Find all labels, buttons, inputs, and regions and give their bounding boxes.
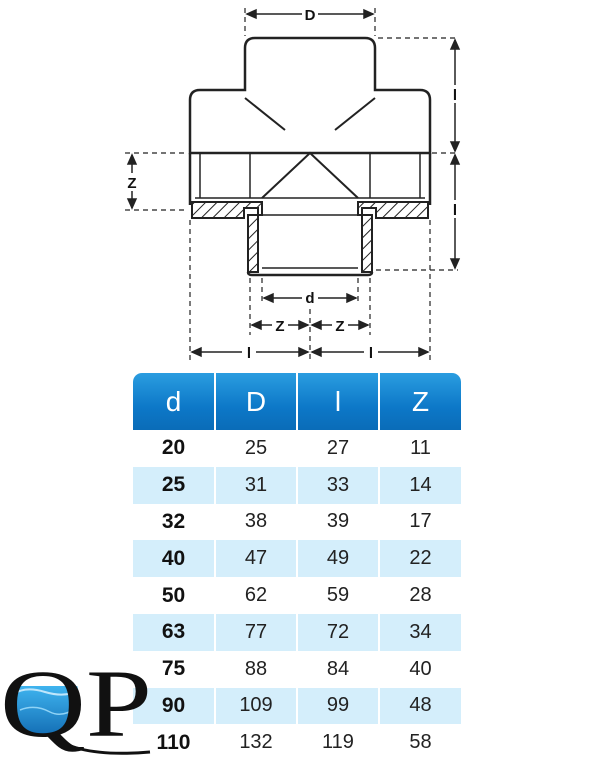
qp-logo: QP: [0, 650, 152, 757]
dim-label-l-bottom-left: l: [247, 345, 251, 362]
table-row: 20 25 27 11: [133, 430, 461, 467]
cell-d: 32: [133, 503, 216, 541]
cell-Z: 17: [409, 510, 432, 533]
cell-d: 20: [133, 430, 216, 467]
dim-label-l-bottom-right: l: [369, 345, 373, 362]
cell-l: 99: [297, 687, 380, 725]
table-row: 110 132 119 58: [133, 724, 461, 762]
header-D: D: [215, 373, 298, 430]
header-d: d: [133, 373, 216, 430]
cell-l: 72: [297, 613, 380, 651]
cell-Z: 14: [379, 466, 461, 504]
cell-D: 25: [215, 430, 298, 467]
logo-text: QP: [0, 650, 152, 757]
cell-l: 33: [297, 466, 380, 504]
section-hatch-left: [191, 201, 263, 273]
cell-Z: 48: [379, 687, 461, 725]
table-row: 50 62 59 28: [133, 577, 461, 614]
cell-D: 31: [215, 466, 298, 504]
cell-D: 47: [215, 540, 298, 578]
cell-d: 110: [133, 724, 216, 762]
cell-Z: 58: [409, 731, 432, 754]
cell-d: 25: [133, 466, 216, 504]
cell-D: 77: [215, 613, 298, 651]
table-row: 25 31 33 14: [133, 466, 461, 504]
cell-d: 75: [133, 650, 216, 688]
cell-d: 40: [133, 540, 216, 578]
cell-D: 38: [215, 503, 298, 541]
cell-Z: 40: [409, 657, 432, 680]
table-header-row: d D l Z: [133, 373, 461, 430]
cell-l: 84: [297, 650, 380, 688]
dimension-table: d D l Z 20 25 27 11 25 31 33 14 32 38 39…: [133, 373, 461, 762]
dim-label-Z-bottom-left: Z: [275, 318, 284, 335]
pipe-cross-fitting-drawing: D l l Z d Z Z l l: [125, 4, 462, 362]
fitting-outline: [188, 36, 432, 155]
dim-label-D: D: [305, 7, 316, 24]
table-row: 63 77 72 34: [133, 613, 461, 651]
cell-d: 90: [133, 687, 216, 725]
cell-l: 27: [297, 430, 380, 467]
cell-l: 49: [297, 540, 380, 578]
cell-Z: 34: [379, 613, 461, 651]
table-row: 90 109 99 48: [133, 687, 461, 725]
cell-d: 50: [133, 577, 216, 614]
cell-D: 109: [215, 687, 298, 725]
header-Z: Z: [379, 373, 461, 430]
cell-l: 119: [297, 724, 380, 762]
section-hatch-right: [357, 201, 429, 273]
cell-Z: 28: [409, 584, 432, 607]
cell-D: 62: [215, 577, 298, 614]
cell-l: 39: [297, 503, 380, 541]
dim-label-l-right-upper: l: [453, 87, 457, 104]
table-row: 75 88 84 40: [133, 650, 461, 688]
header-l: l: [297, 373, 380, 430]
dim-label-d: d: [305, 290, 314, 307]
table-row: 32 38 39 17: [133, 503, 461, 541]
cell-Z: 11: [410, 436, 431, 459]
cell-Z: 22: [379, 540, 461, 578]
dim-label-Z-left: Z: [127, 175, 136, 192]
dim-label-Z-bottom-right: Z: [335, 318, 344, 335]
dim-label-l-right-lower: l: [453, 202, 457, 219]
table-row: 40 47 49 22: [133, 540, 461, 578]
cell-d: 63: [133, 613, 216, 651]
cell-D: 132: [215, 724, 298, 762]
cell-l: 59: [297, 577, 380, 614]
cell-D: 88: [215, 650, 298, 688]
